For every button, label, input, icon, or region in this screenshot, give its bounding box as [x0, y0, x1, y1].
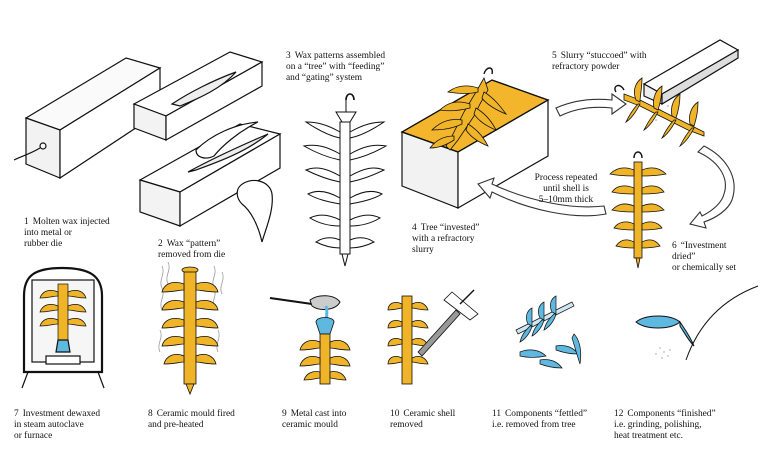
wax-die-icon	[13, 57, 162, 180]
step-number: 5	[552, 51, 557, 61]
process-note-text: Process repeated until shell is 5–10mm t…	[534, 173, 598, 205]
step-number: 9	[282, 409, 287, 419]
wax-pattern-icon	[132, 51, 282, 243]
step-number: 4	[412, 223, 417, 233]
process-note: Process repeated until shell is 5–10mm t…	[516, 162, 616, 206]
step-text: Wax “pattern” removed from die	[158, 239, 226, 260]
fettled-parts-icon	[515, 295, 582, 369]
hammer-icon	[387, 289, 479, 385]
step-number: 12	[614, 409, 624, 419]
step-number: 2	[158, 239, 163, 249]
step-number: 6	[672, 241, 677, 251]
step-number: 1	[24, 217, 29, 227]
fired-mould-icon	[158, 261, 224, 396]
step-number: 10	[390, 409, 400, 419]
step-text: Metal cast into ceramic mould	[282, 409, 347, 430]
autoclave-icon	[21, 266, 105, 389]
step-number: 3	[286, 51, 291, 61]
ladle-icon	[269, 295, 351, 385]
step-text: Ceramic shell removed	[390, 409, 456, 430]
step-number: 7	[14, 409, 19, 419]
wax-tree-icon	[302, 93, 388, 267]
process-loop-arrows	[477, 92, 735, 229]
step-text: Components “finished” i.e. grinding, pol…	[614, 409, 716, 441]
step-number: 8	[148, 409, 153, 419]
grinder-icon	[635, 285, 759, 361]
dried-tree-icon	[609, 151, 667, 269]
slurry-tank-icon	[400, 67, 550, 210]
step-text: Slurry “stuccoed” with refractory powder	[552, 51, 647, 72]
step-text: Molten wax injected into metal or rubber…	[24, 217, 110, 249]
stucco-trough-icon	[614, 39, 740, 148]
step-text: Components “fettled” i.e. removed from t…	[492, 409, 588, 430]
step-text: Tree “invested” with a refractory slurry	[412, 223, 480, 255]
step-text: Ceramic mould fired and pre-heated	[148, 409, 235, 430]
step-text: Investment dewaxed in steam autoclave or…	[14, 409, 101, 441]
step-text: Wax patterns assembled on a “tree” with …	[286, 51, 386, 83]
step-text: “Investment dried” or chemically set	[672, 241, 737, 273]
step-6-caption: 6“Investment dried” or chemically set	[672, 230, 768, 274]
step-number: 11	[492, 409, 502, 419]
